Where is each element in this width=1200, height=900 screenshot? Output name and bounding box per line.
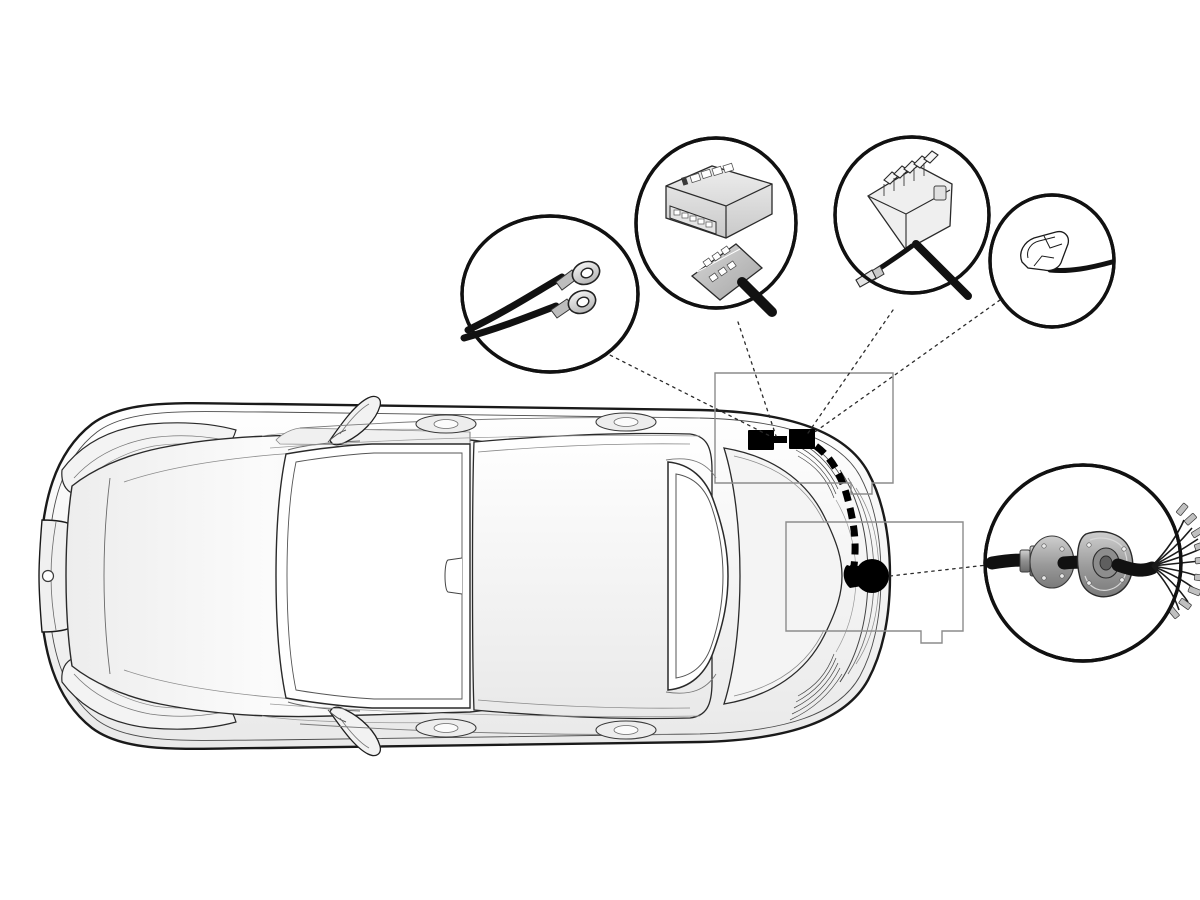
wiring-harness-route	[798, 434, 889, 593]
roof-seam-left	[477, 443, 691, 453]
grommet-bulkhead-body	[1076, 531, 1134, 598]
ring-cable-upper	[464, 273, 566, 334]
right-mirror-glass	[339, 717, 370, 749]
component-fuse-marker	[789, 429, 815, 449]
trunk-seam-outer	[733, 455, 825, 523]
callout-control-module	[634, 136, 798, 317]
trunk-lid	[723, 447, 843, 705]
ring-terminal-lower	[550, 289, 597, 319]
sill-line-right	[269, 703, 701, 717]
front-wheel-right-hub	[433, 723, 459, 733]
rear-lamp-right	[789, 653, 843, 721]
leader-to-grommet	[889, 562, 1006, 577]
wire-clip-cable	[1047, 259, 1115, 273]
left-mirror	[329, 395, 382, 446]
callout-fuse-block	[833, 135, 991, 300]
headlight-left-detail-a	[73, 435, 225, 479]
c-pillar-right	[665, 673, 717, 694]
left-mirror-arm	[327, 429, 347, 443]
grommet-neck	[843, 566, 862, 588]
bumper-grommet-marker	[855, 559, 889, 593]
callout-ring-terminals-ring	[460, 214, 640, 374]
fuse-block-main-cable	[912, 240, 972, 300]
hood-edge-left	[103, 477, 111, 675]
sill-line-left	[269, 435, 701, 449]
callout-fuse-block-ring	[833, 135, 991, 295]
control-module-box	[665, 162, 773, 239]
hood-emblem	[41, 569, 55, 583]
leader-lines	[603, 299, 1006, 577]
headlight-right-detail-a	[73, 673, 225, 717]
callout-wire-clip	[988, 193, 1116, 329]
wire-clip-body	[1020, 230, 1070, 272]
callout-control-module-ring	[634, 136, 798, 310]
trunk-seam-outer-b	[733, 629, 825, 697]
callout-ring-terminals	[460, 214, 640, 374]
fuse-block-body	[867, 150, 953, 251]
ring-terminal-upper	[555, 260, 601, 291]
right-mirror	[329, 706, 382, 757]
fly-lead-terminal	[855, 265, 885, 288]
right-mirror-arm	[327, 709, 347, 723]
windshield-mirror-notch	[444, 557, 463, 595]
component-link-bar	[771, 436, 787, 443]
left-mirror-glass	[339, 403, 370, 435]
leader-to-ring-terminals	[603, 351, 771, 437]
rear-wheel-left-hub	[613, 417, 639, 427]
leader-to-wire-clip	[811, 299, 1001, 435]
roof-panel	[471, 432, 713, 720]
leader-to-control-module	[737, 321, 777, 437]
component-module-marker	[748, 430, 774, 450]
callout-grommet-ring	[983, 463, 1183, 663]
callout-wire-clip-ring	[988, 193, 1116, 329]
harness-dashed-run	[798, 434, 859, 574]
windshield-inner	[286, 452, 463, 700]
zoom-box-trunk	[714, 372, 894, 495]
car-top-view	[38, 395, 892, 757]
roof-seam-right	[477, 699, 691, 709]
leader-to-fuse-block	[805, 309, 894, 437]
rear-wheel-right-hub	[613, 725, 639, 735]
front-wheel-left-hub	[433, 419, 459, 429]
callout-grommet	[983, 463, 1200, 663]
grommet-inlet-cable	[985, 553, 1031, 570]
zoom-box-bumper	[785, 521, 964, 644]
rear-window-inner	[675, 473, 724, 679]
c-pillar-left	[665, 458, 717, 479]
grommet-outlet-cable	[1111, 558, 1159, 577]
